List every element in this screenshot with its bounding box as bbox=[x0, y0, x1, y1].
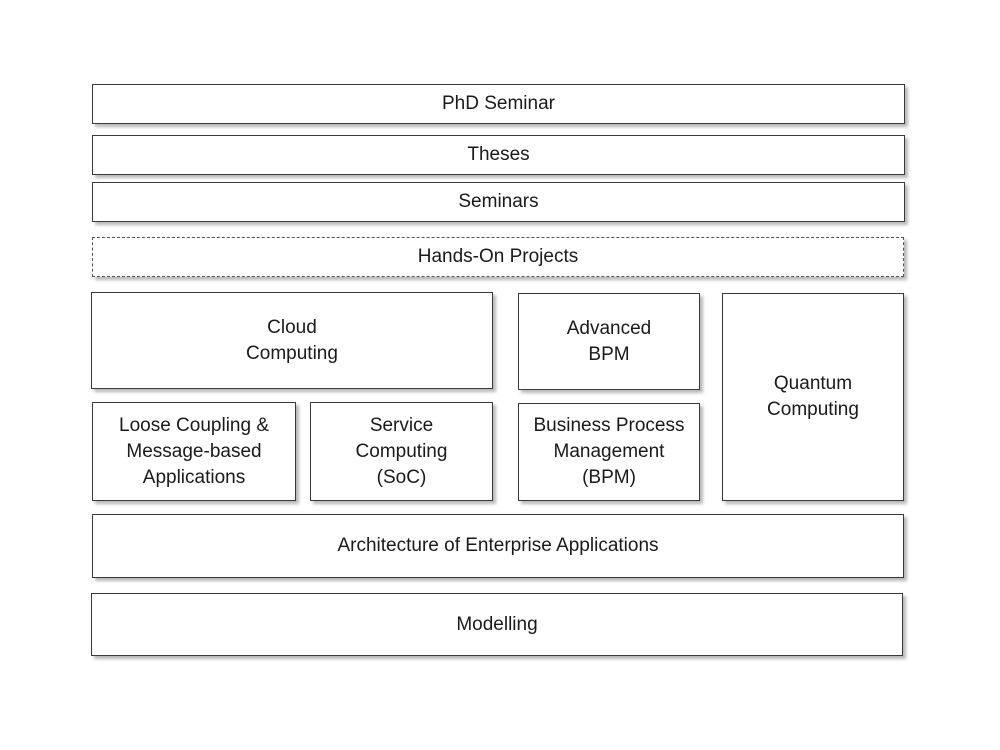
service-computing-label: Service Computing (SoC) bbox=[355, 414, 448, 488]
hands-on-projects-box: Hands-On Projects bbox=[92, 237, 904, 277]
service-computing-box: Service Computing (SoC) bbox=[310, 402, 493, 501]
quantum-computing-label: Quantum Computing bbox=[767, 373, 859, 420]
business-process-management-box: Business Process Management (BPM) bbox=[518, 403, 700, 501]
advanced-bpm-box: Advanced BPM bbox=[518, 293, 700, 390]
modelling-label: Modelling bbox=[456, 613, 538, 635]
phd-seminar-box: PhD Seminar bbox=[92, 84, 905, 124]
architecture-label: Architecture of Enterprise Applications bbox=[337, 535, 659, 556]
seminars-label: Seminars bbox=[458, 191, 539, 212]
modelling-box: Modelling bbox=[91, 593, 903, 656]
cloud-computing-label: Cloud Computing bbox=[246, 316, 338, 364]
loose-coupling-box: Loose Coupling & Message-based Applicati… bbox=[92, 402, 296, 501]
seminars-box: Seminars bbox=[92, 182, 905, 222]
advanced-bpm-label: Advanced BPM bbox=[566, 317, 652, 365]
hands-on-projects-label: Hands-On Projects bbox=[417, 246, 579, 267]
business-process-management-label: Business Process Management (BPM) bbox=[533, 415, 685, 488]
theses-box: Theses bbox=[92, 135, 905, 175]
theses-label: Theses bbox=[467, 144, 530, 165]
phd-seminar-label: PhD Seminar bbox=[442, 93, 555, 114]
quantum-computing-box: Quantum Computing bbox=[722, 293, 904, 501]
loose-coupling-label: Loose Coupling & Message-based Applicati… bbox=[119, 414, 269, 488]
architecture-enterprise-applications-box: Architecture of Enterprise Applications bbox=[92, 514, 904, 578]
cloud-computing-box: Cloud Computing bbox=[91, 292, 493, 389]
